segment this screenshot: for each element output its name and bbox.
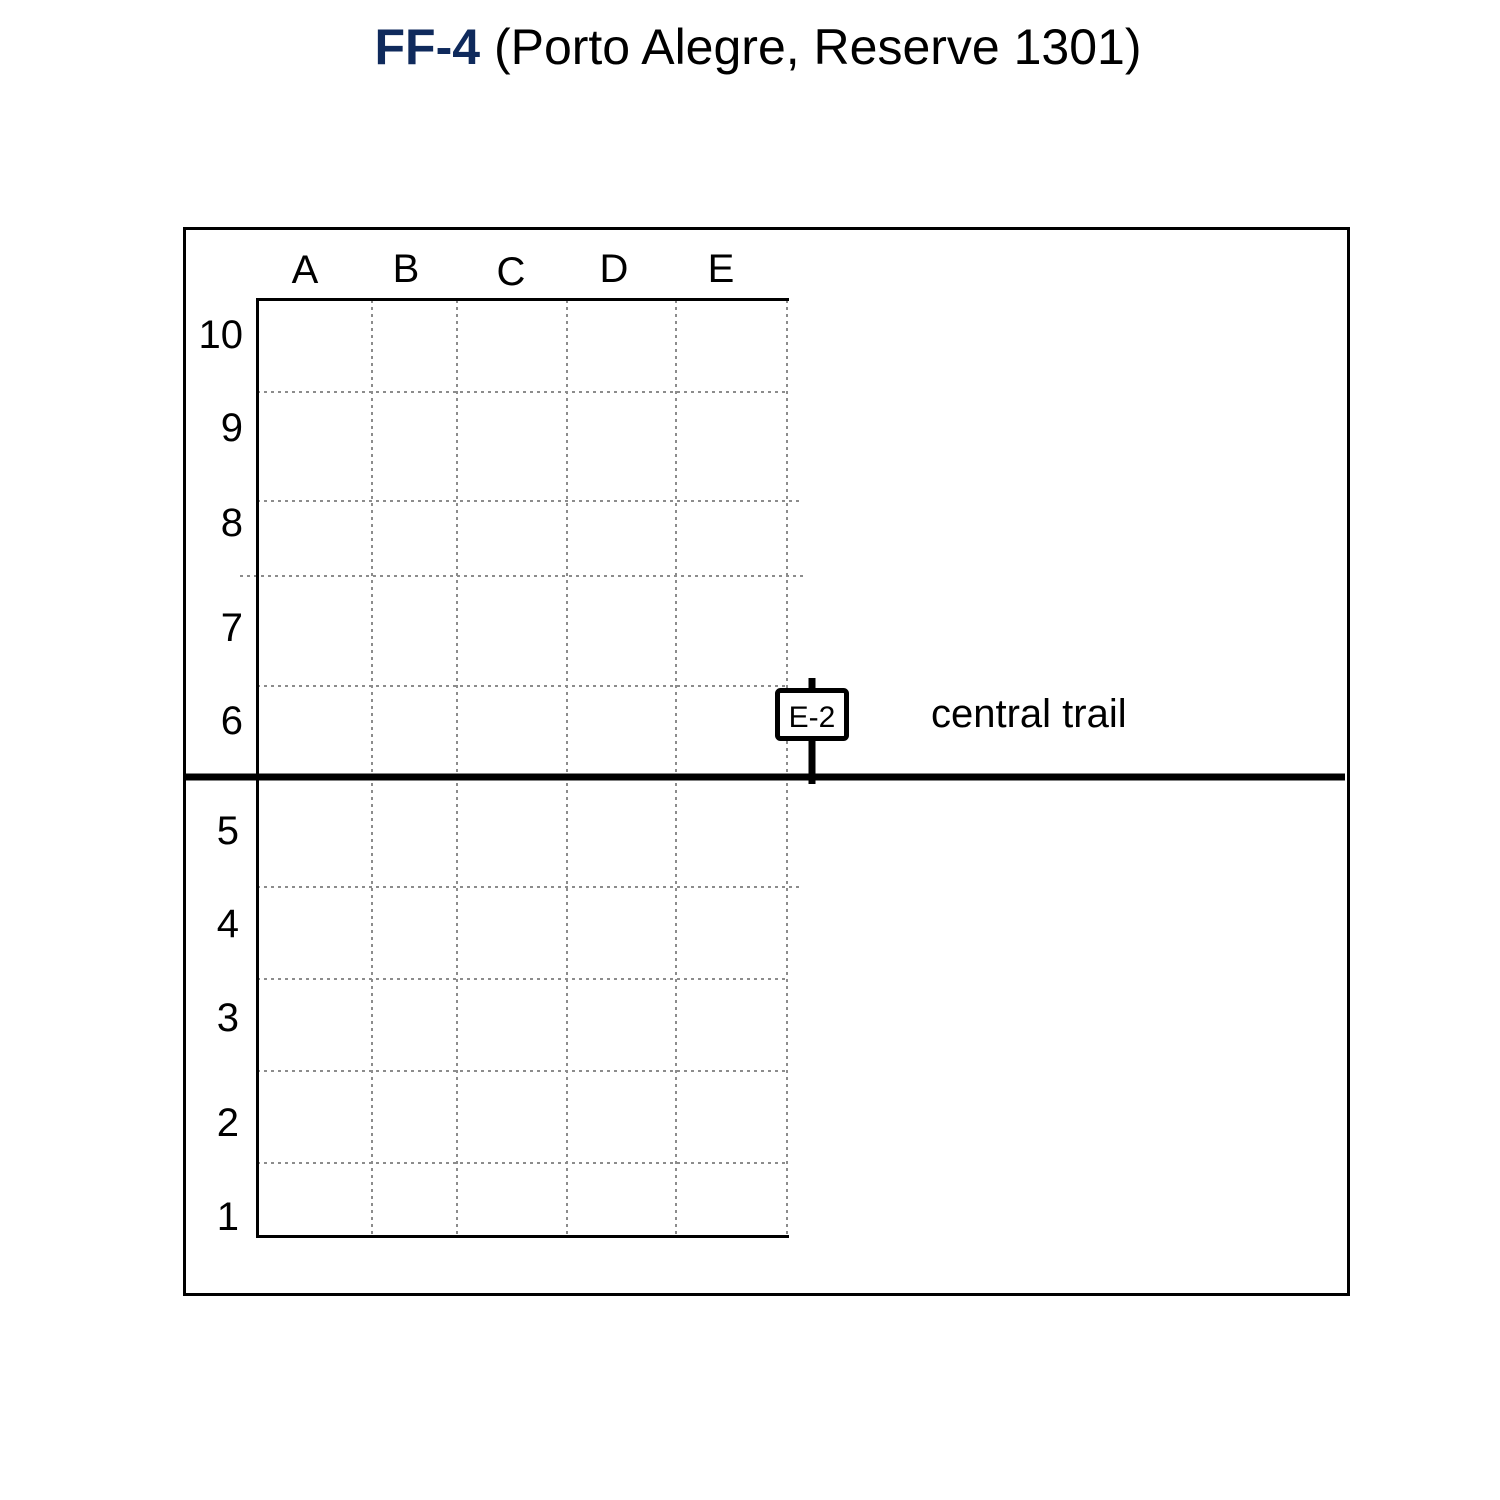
row-label-3: 3 [217,996,239,1040]
marker-label: E-2 [789,701,836,734]
row-label-7: 7 [221,606,243,650]
row-label-1: 1 [217,1195,239,1239]
row-label-4: 4 [217,902,239,946]
column-labels: A B C D E [292,247,735,294]
column-label-a: A [292,248,319,292]
row-label-9: 9 [221,406,243,450]
plot-code: FF-4 [374,19,481,75]
row-label-8: 8 [221,501,243,545]
marker-sign [775,688,849,741]
grid-outline [256,298,789,1238]
column-label-e: E [708,247,735,291]
row-label-10: 10 [199,313,244,357]
column-label-d: D [600,247,629,291]
row-label-5: 5 [217,809,239,853]
map-frame [183,227,1350,1296]
plot-location: (Porto Alegre, Reserve 1301) [493,19,1142,75]
grid-lines [240,300,803,1236]
row-label-2: 2 [217,1101,239,1145]
row-label-6: 6 [221,699,243,743]
page-title: FF-4 (Porto Alegre, Reserve 1301) [0,14,1500,80]
row-labels: 10 9 8 7 6 5 4 3 2 1 [199,313,244,1239]
marker-e2: E-2 [775,678,849,784]
trail-label: central trail [931,692,1127,736]
column-label-c: C [497,250,526,294]
column-label-b: B [393,247,420,291]
